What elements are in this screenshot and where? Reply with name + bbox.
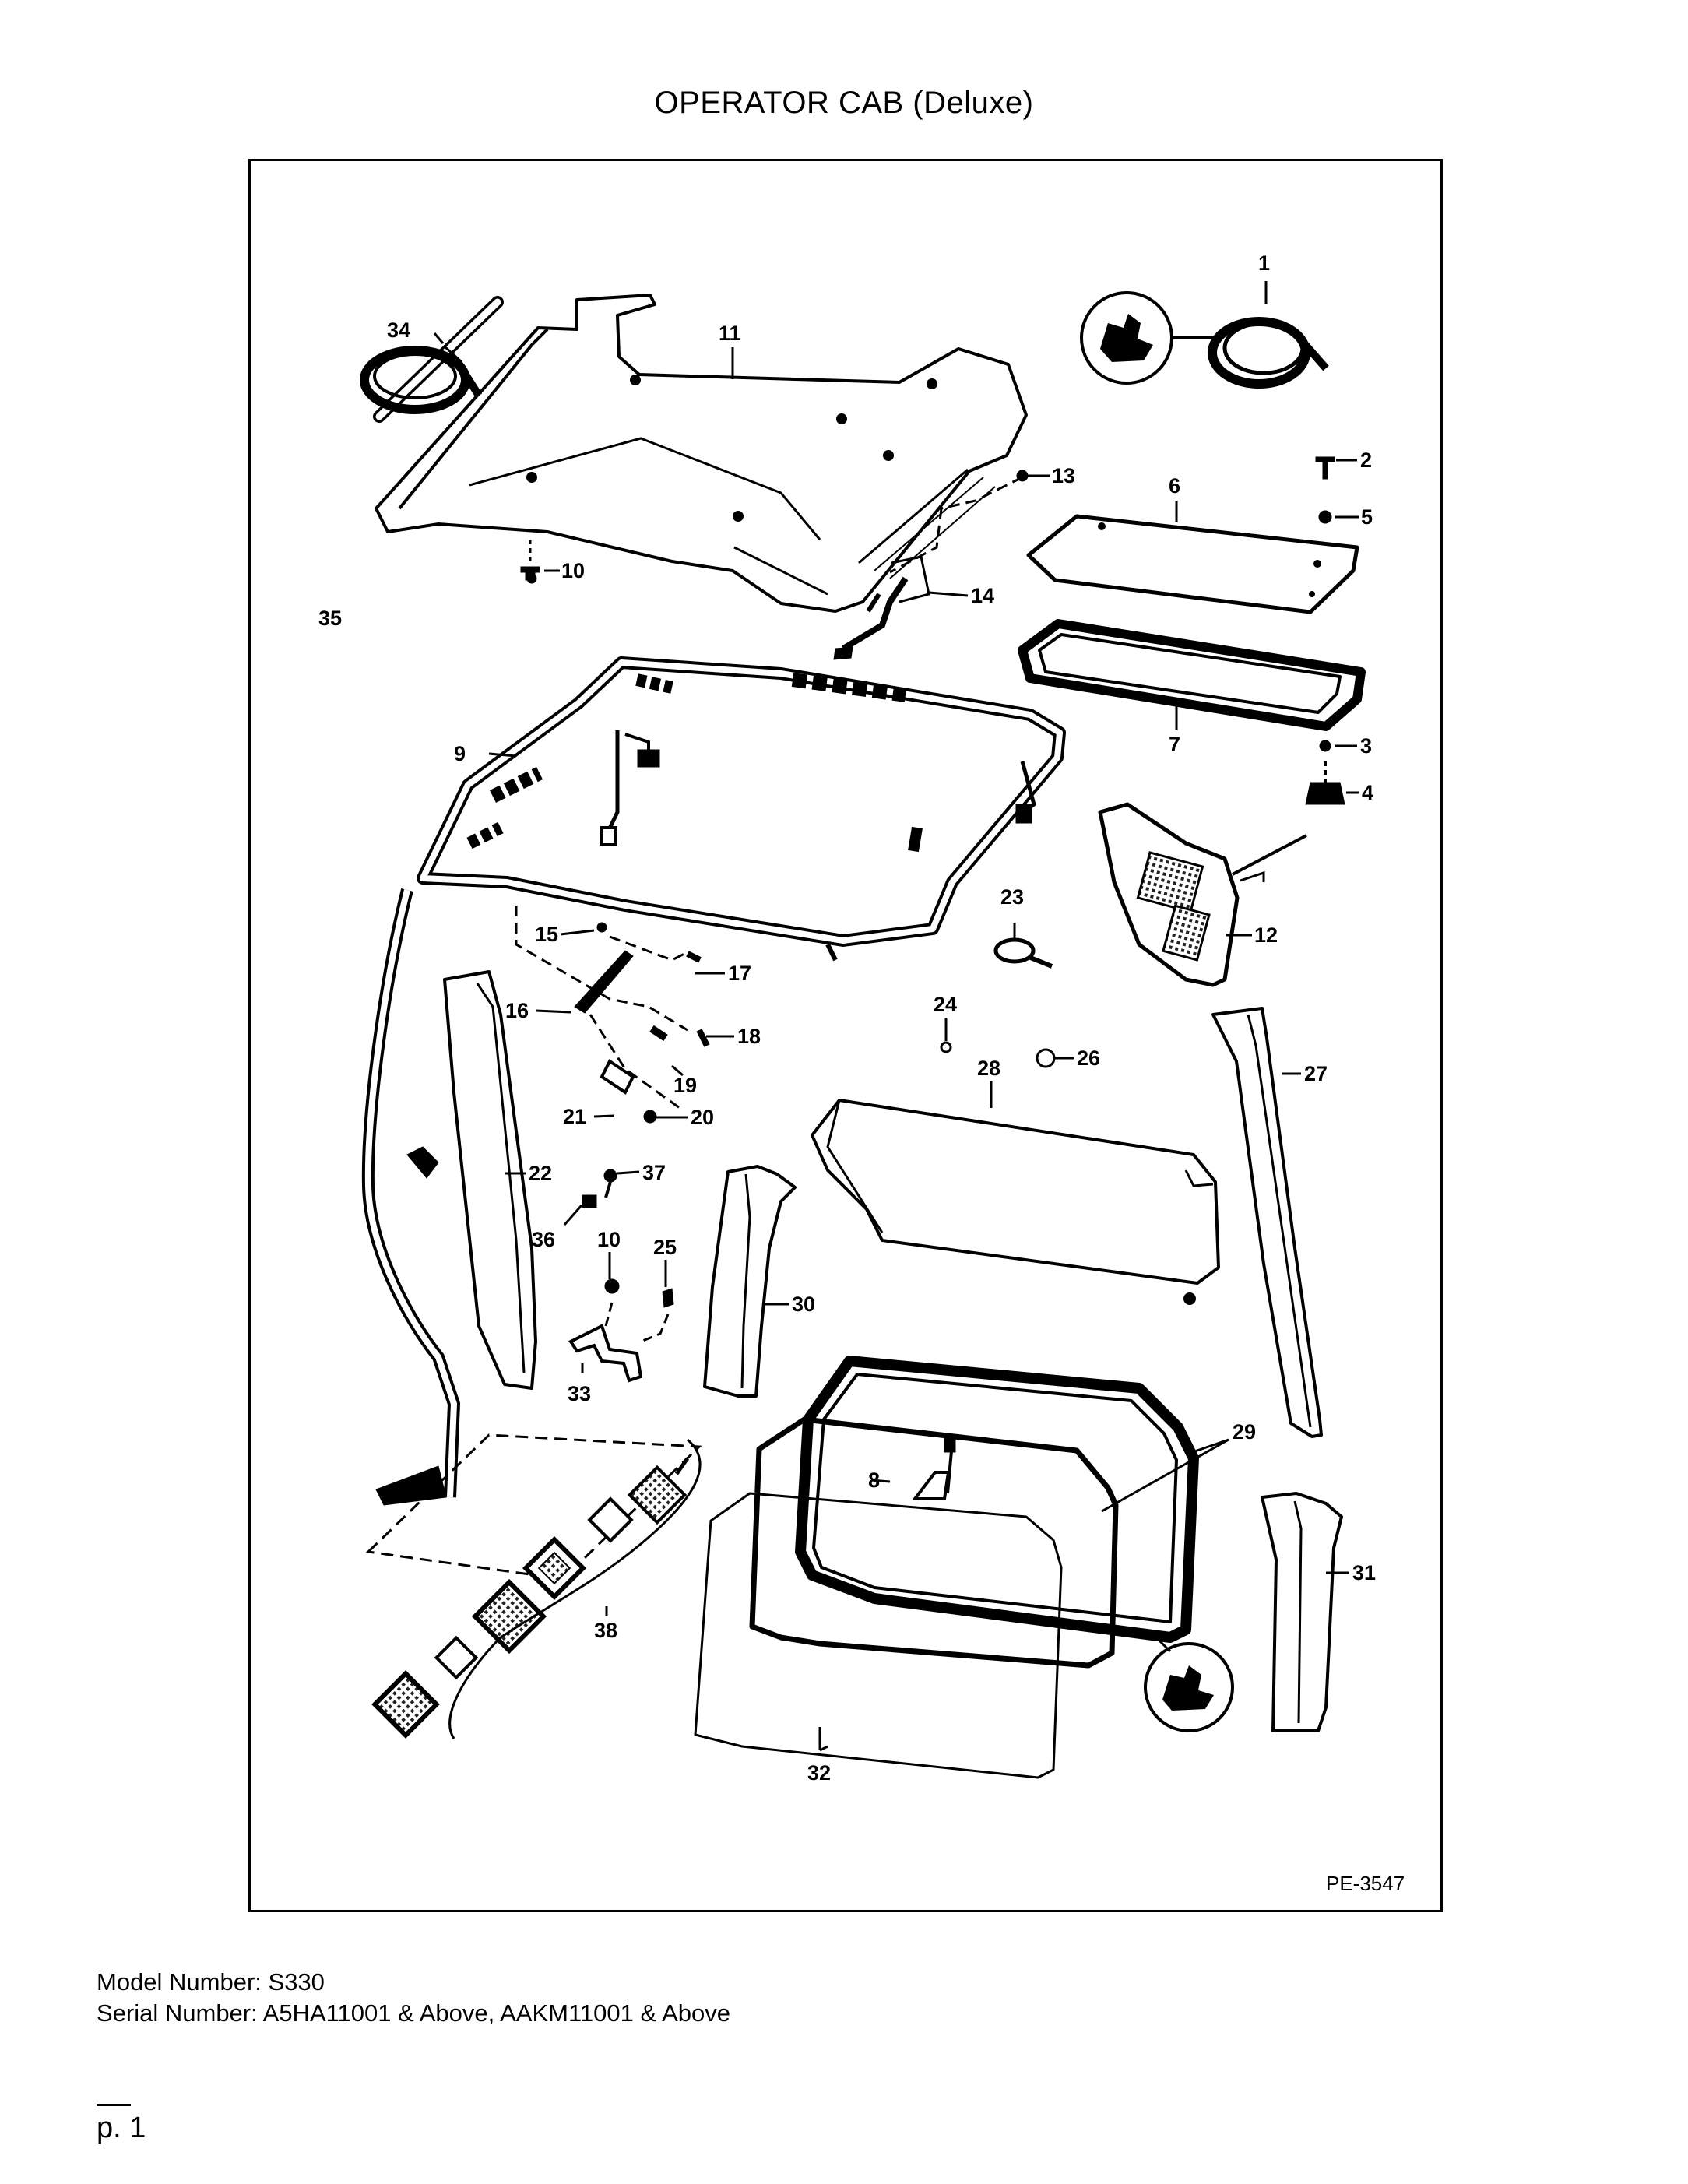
light-kit-part-38 bbox=[365, 1433, 702, 1739]
window-frame-part-29 bbox=[795, 1356, 1234, 1732]
callout-20: 20 bbox=[691, 1106, 714, 1129]
rear-panel-part-28 bbox=[811, 1099, 1220, 1305]
hardware-parts-15-21 bbox=[515, 906, 710, 1124]
callout-2: 2 bbox=[1360, 448, 1372, 472]
callout-7: 7 bbox=[1169, 733, 1180, 756]
seal-part-1 bbox=[1080, 291, 1329, 389]
glass-part-32 bbox=[694, 1492, 1063, 1779]
pillar-trim-part-27 bbox=[1211, 1007, 1323, 1438]
callout-27: 27 bbox=[1304, 1062, 1328, 1085]
callout-21: 21 bbox=[563, 1105, 586, 1128]
callout-25: 25 bbox=[653, 1236, 677, 1259]
callout-34: 34 bbox=[387, 318, 410, 342]
callout-3: 3 bbox=[1360, 734, 1372, 758]
callout-8: 8 bbox=[868, 1468, 880, 1492]
callout-17: 17 bbox=[728, 962, 751, 985]
callout-29: 29 bbox=[1233, 1420, 1256, 1444]
pillar-trim-part-22 bbox=[443, 970, 537, 1390]
callout-33: 33 bbox=[568, 1382, 591, 1405]
page-rule bbox=[97, 2104, 131, 2106]
switch-panel-part-12 bbox=[1098, 802, 1307, 987]
drawing-code: PE-3547 bbox=[1326, 1872, 1405, 1895]
callout-11: 11 bbox=[719, 322, 741, 345]
panel-part-6 bbox=[1026, 514, 1359, 614]
callout-14: 14 bbox=[971, 584, 994, 607]
page-title: OPERATOR CAB (Deluxe) bbox=[654, 86, 1034, 120]
fastener-part-10 bbox=[520, 540, 540, 581]
callout-15: 15 bbox=[535, 923, 558, 946]
callout-22: 22 bbox=[529, 1162, 552, 1185]
callout-16: 16 bbox=[505, 999, 529, 1022]
callout-10-lower: 10 bbox=[597, 1228, 621, 1251]
callout-1: 1 bbox=[1258, 251, 1270, 275]
cable-tie-part-23 bbox=[993, 929, 1053, 969]
callout-4: 4 bbox=[1362, 781, 1373, 804]
callout-12: 12 bbox=[1254, 923, 1278, 947]
callout-labels: 1 2 3 4 5 6 7 8 9 10 10 11 12 13 14 15 1… bbox=[318, 251, 1405, 1895]
footer-info: Model Number: S330 Serial Number: A5HA11… bbox=[97, 1967, 730, 2029]
callout-23: 23 bbox=[1000, 885, 1024, 909]
hardware-parts-2-5 bbox=[1305, 456, 1345, 805]
harness-part-9 bbox=[361, 656, 1066, 1506]
window-frame-part-7 bbox=[1018, 619, 1366, 731]
callout-32: 32 bbox=[807, 1761, 831, 1785]
callout-38: 38 bbox=[594, 1619, 617, 1642]
pillar-trim-part-30 bbox=[703, 1165, 797, 1398]
callout-13: 13 bbox=[1052, 464, 1075, 487]
callout-5: 5 bbox=[1361, 505, 1373, 529]
model-number: Model Number: S330 bbox=[97, 1968, 325, 1996]
page-number: p. 1 bbox=[97, 2112, 146, 2144]
callout-leaders bbox=[433, 281, 1359, 1752]
seal-part-35 bbox=[360, 346, 483, 414]
bracket-part-33 bbox=[526, 573, 674, 1383]
callout-18: 18 bbox=[737, 1025, 761, 1048]
wire-part-14 bbox=[833, 470, 1029, 660]
callout-10-upper: 10 bbox=[561, 559, 585, 582]
callout-19: 19 bbox=[673, 1074, 697, 1097]
callout-24: 24 bbox=[934, 993, 957, 1016]
callout-36: 36 bbox=[532, 1228, 555, 1251]
callout-28: 28 bbox=[977, 1057, 1000, 1080]
callout-9: 9 bbox=[454, 742, 466, 765]
parts-diagram: 1 2 3 4 5 6 7 8 9 10 10 11 12 13 14 15 1… bbox=[248, 159, 1443, 1912]
callout-37: 37 bbox=[642, 1161, 666, 1184]
pillar-trim-part-31 bbox=[1261, 1492, 1343, 1732]
headliner-part-11 bbox=[375, 294, 1028, 613]
window-part-8 bbox=[749, 1416, 1119, 1669]
callout-35: 35 bbox=[318, 607, 342, 630]
fastener-parts-36-37 bbox=[582, 1169, 617, 1208]
callout-6: 6 bbox=[1169, 474, 1180, 498]
callout-26: 26 bbox=[1077, 1046, 1100, 1070]
serial-number: Serial Number: A5HA11001 & Above, AAKM11… bbox=[97, 1999, 730, 2027]
callout-31: 31 bbox=[1352, 1561, 1376, 1584]
callout-30: 30 bbox=[792, 1292, 815, 1316]
